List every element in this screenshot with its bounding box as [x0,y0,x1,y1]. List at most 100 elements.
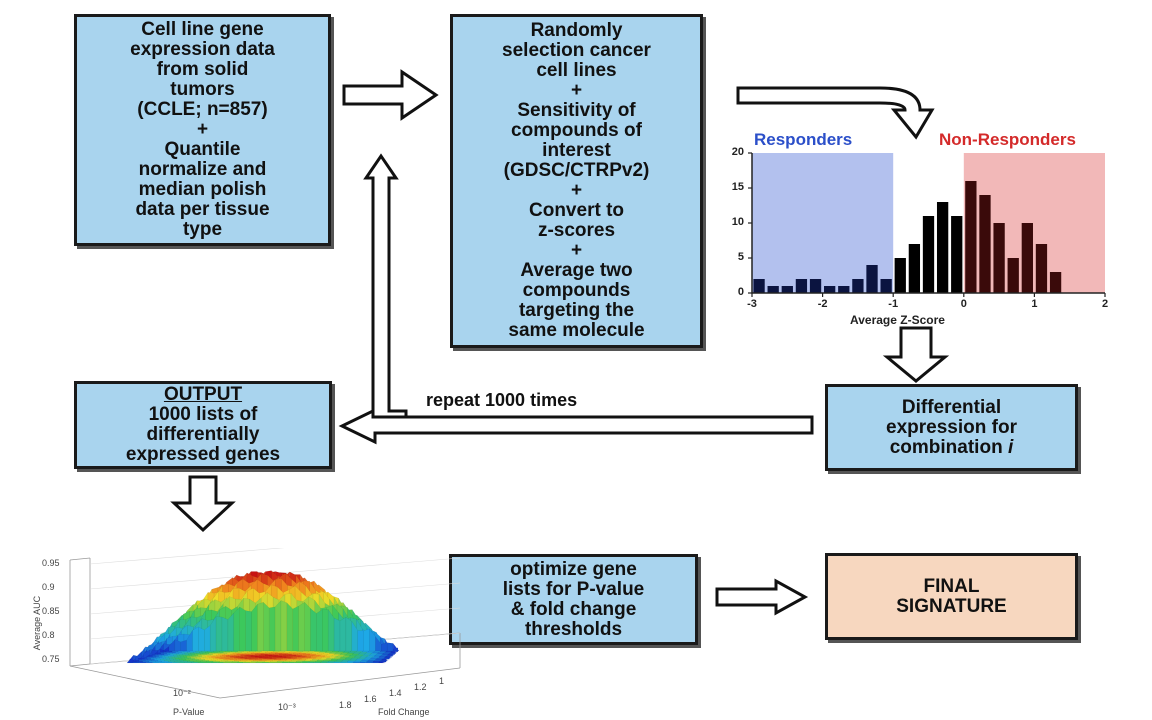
box-ccle-line: data per tissue [135,199,270,220]
box-final-line: SIGNATURE [896,595,1007,617]
box-final-signature: FINAL SIGNATURE [825,553,1078,640]
box-random-line: interest [542,140,611,161]
box-random-selection: Randomly selection cancer cell lines + S… [450,14,703,348]
histogram-bar [894,258,906,293]
box-output: OUTPUT 1000 lists of differentially expr… [74,381,332,469]
histogram-y-tick-label: 5 [737,251,744,263]
box-differential-expression: Differential expression for combination … [825,384,1078,471]
histogram-x-tick-label: 0 [960,298,967,310]
box-random-line: (GDSC/CTRPv2) [503,160,650,181]
surface-patch [204,625,211,652]
surface-patch [263,601,270,652]
box-final-line: FINAL [923,575,980,597]
surface-fold-tick-label: 1 [439,676,445,686]
surface-axis-line [69,557,91,561]
surface-z-tick-label: 0.9 [42,582,55,592]
box-random-line: + [570,80,583,101]
box-output-title: OUTPUT [163,384,243,405]
box-random-line: z-scores [537,220,616,241]
box-ccle-data: Cell line gene expression data from soli… [74,14,331,246]
surface-patch [322,609,329,652]
histogram-bar [993,223,1005,293]
histogram-x-tick-label: 2 [1101,298,1109,310]
box-output-line: differentially [146,424,260,445]
surface-gridline [89,548,285,565]
histogram-x-tick-label: 1 [1031,298,1038,310]
box-ccle-line: Cell line gene [141,19,264,40]
surface-plot: Average AUC P-Value Fold Change 0.75 0.8 0… [30,548,470,720]
surface-patch [286,602,293,652]
box-random-line: Sensitivity of [517,100,636,121]
histogram-bar [1049,272,1062,293]
histogram-x-tick-label: -2 [817,298,828,310]
surface-patch [251,603,258,652]
box-random-line: same molecule [508,320,645,341]
surface-p-tick-label: 10⁻³ [278,702,296,712]
histogram-bar [908,244,921,293]
box-ccle-line: from solid [156,59,249,80]
surface-fold-tick-label: 1.8 [339,700,352,710]
surface-patch [333,617,341,652]
surface-patch [298,602,305,652]
surface-patch [215,616,223,652]
box-differential-prefix: combination [889,436,1008,458]
histogram-bar [824,286,836,293]
histogram-bar [838,286,850,293]
box-ccle-line: (CCLE; n=857) [137,99,268,120]
box-random-line: + [570,180,583,201]
histogram-bar [866,265,878,293]
histogram-bar [965,181,977,293]
surface-axis-line [69,665,221,699]
surface-patch [363,628,370,652]
surface-plot-svg [69,548,461,699]
box-ccle-line: tumors [170,79,235,100]
histogram-y-tick-label: 10 [731,216,744,228]
box-ccle-line: + [196,119,209,140]
box-ccle-line: expression data [130,39,275,60]
histogram-bar [922,216,935,293]
box-differential-line-last: combination i [889,436,1014,458]
surface-patch [304,601,311,652]
surface-patch [239,606,246,652]
surface-patch [180,639,187,652]
box-differential-line: expression for [886,416,1017,438]
histogram-bar [852,279,864,293]
surface-patch [221,616,229,652]
non-responders-label: Non-Responders [939,130,1076,149]
surface-z-title: Average AUC [32,595,43,651]
box-random-line: Average two [520,260,633,281]
surface-z-tick-label: 0.95 [42,558,60,568]
histogram-bar [979,195,991,293]
box-optimize-line: thresholds [524,618,623,640]
repeat-label: repeat 1000 times [426,390,578,410]
surface-patch [387,642,394,652]
surface-patch [245,610,252,652]
box-random-line: cell lines [536,60,617,81]
histogram-bar [795,279,808,293]
surface-x-title: P-Value [173,707,205,717]
surface-z-tick-label: 0.8 [42,630,55,640]
histogram-y-tick-label: 15 [731,181,744,193]
surface-z-tick-label: 0.85 [42,606,60,616]
surface-patch [274,600,282,652]
histogram-y-tick-label: 0 [737,286,744,298]
surface-patch [310,608,317,652]
box-random-line: Randomly [530,20,623,41]
histogram-bar [880,279,892,293]
surface-patch [233,606,240,652]
histogram-svg [748,152,1106,297]
box-optimize-line: lists for P-value [502,578,645,600]
histogram-bar [1007,258,1019,293]
histogram-x-tick-label: -1 [888,298,899,310]
box-optimize-line: optimize gene [510,558,637,580]
surface-y-title: Fold Change [378,707,430,717]
surface-patch [345,616,352,652]
surface-patch [316,609,323,652]
surface-z-tick-label: 0.75 [42,654,60,664]
surface-fold-tick-label: 1.6 [364,694,377,704]
arrow-random-to-histogram [736,86,935,140]
histogram-bar [767,286,779,293]
box-random-line: targeting the [518,300,635,321]
